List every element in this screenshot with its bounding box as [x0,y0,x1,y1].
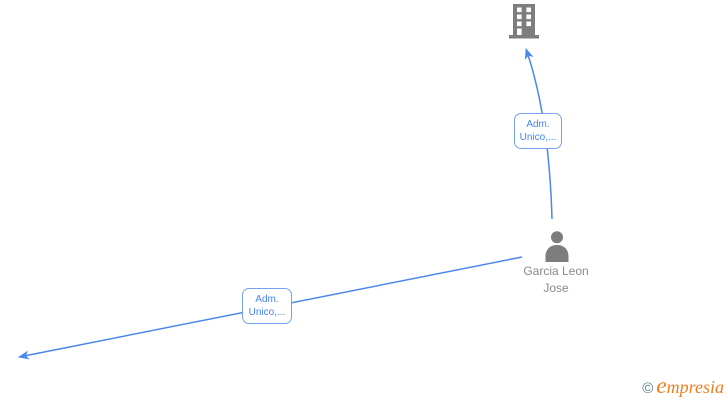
person-name-line1: Garcia Leon [523,264,589,278]
edge-label-line1: Adm. [255,293,279,305]
edge-label-line2: Unico,... [248,307,286,318]
edge-label-line2: Unico,... [519,132,557,143]
node-company[interactable] [507,4,541,40]
person-name-label: Garcia Leon Jose [486,263,626,297]
edge-label-adm-unico-left[interactable]: Adm. Unico,... [242,288,292,324]
node-person-garcia-leon-jose[interactable] [542,230,572,262]
person-icon [545,231,569,262]
edge-label-adm-unico-top[interactable]: Adm. Unico,... [514,113,562,149]
building-icon [509,4,539,39]
person-name-line2: Jose [543,281,569,295]
brand-wordmark: empresia [656,373,724,399]
copyright-icon: © [642,380,654,397]
empresia-logo[interactable]: © empresia [642,376,724,397]
edge-label-line1: Adm. [526,118,550,130]
